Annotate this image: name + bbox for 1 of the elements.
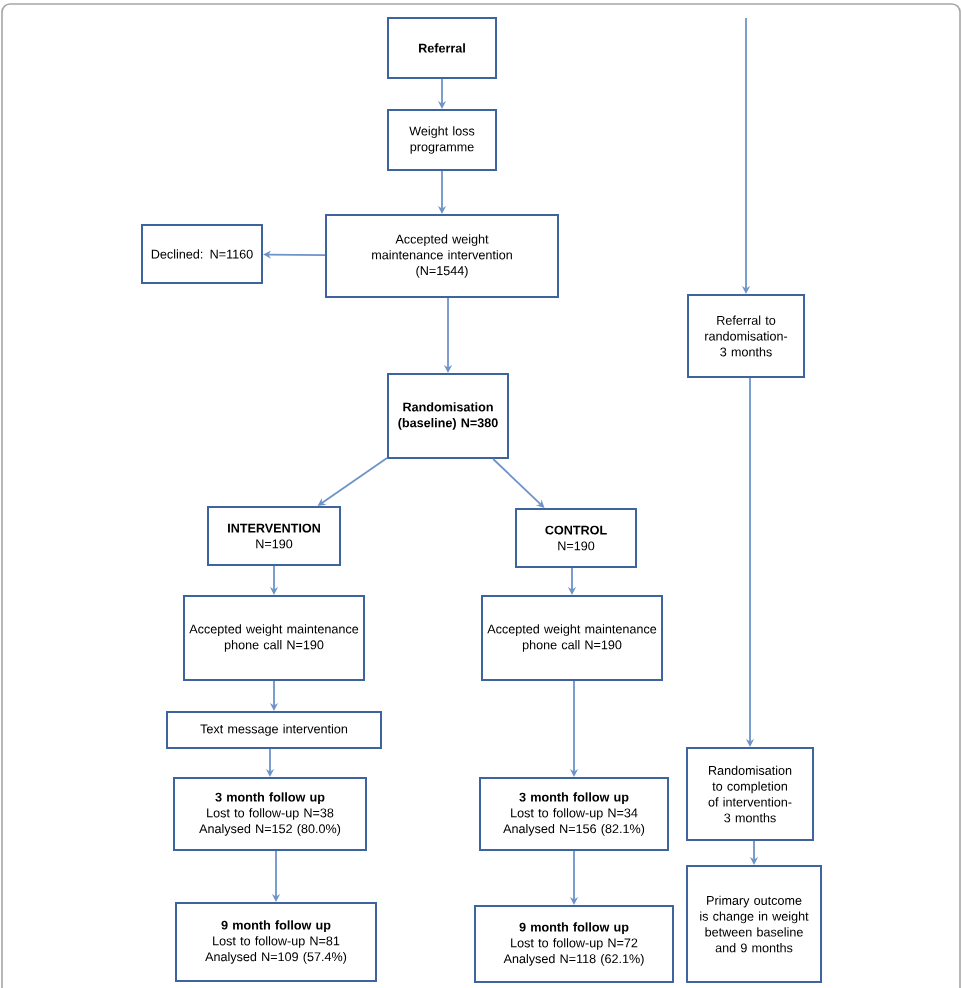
arrow bbox=[492, 458, 545, 508]
